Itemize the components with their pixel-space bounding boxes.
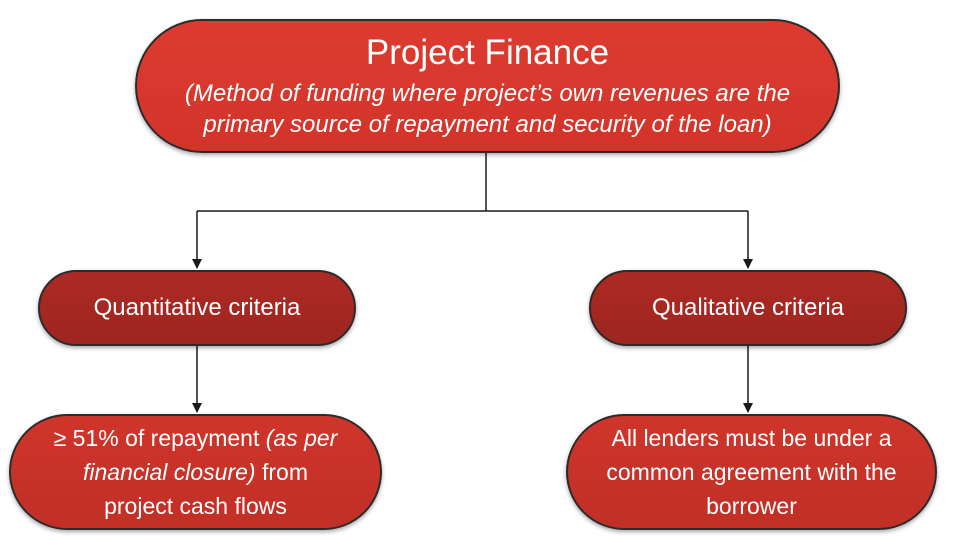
qualitative-detail-text: All lenders must be under a common agree… <box>606 425 897 519</box>
quantitative-detail-lead: ≥ 51% of repayment <box>53 425 266 451</box>
quantitative-criteria-node: Quantitative criteria <box>38 270 356 346</box>
qualitative-criteria-node: Qualitative criteria <box>589 270 907 346</box>
project-finance-node: Project Finance (Method of funding where… <box>135 19 840 153</box>
project-finance-description: (Method of funding where project’s own r… <box>184 80 791 138</box>
quantitative-detail-italic: (as per financial closure) <box>83 425 338 485</box>
quantitative-criteria-label: Quantitative criteria <box>93 294 301 321</box>
qualitative-detail-node: All lenders must be under a common agree… <box>566 414 937 530</box>
quantitative-detail-text: ≥ 51% of repayment (as per financial clo… <box>46 421 346 523</box>
qualitative-criteria-label: Qualitative criteria <box>651 294 845 321</box>
project-finance-title: Project Finance <box>365 33 610 72</box>
quantitative-detail-tail: from project cash flows <box>104 459 308 519</box>
quantitative-detail-node: ≥ 51% of repayment (as per financial clo… <box>9 414 382 530</box>
